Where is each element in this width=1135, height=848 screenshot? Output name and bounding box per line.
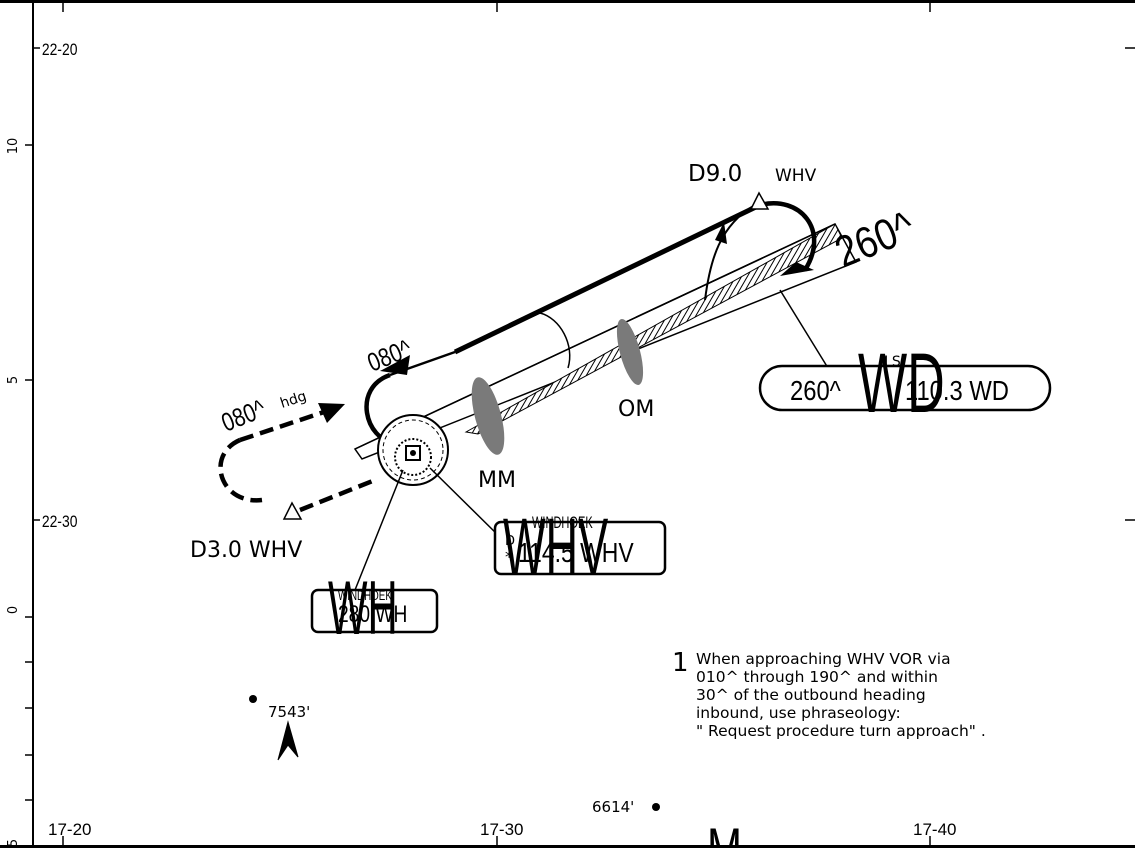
heading-suffix: hdg — [278, 388, 308, 411]
scale-label-5-bottom: 5 — [6, 839, 21, 847]
middle-marker — [471, 377, 505, 455]
ils-ident-large: WD — [858, 336, 945, 430]
spot-elevation-dot — [249, 695, 257, 703]
note-line-5: " Request procedure turn approach" . — [696, 722, 986, 740]
fix-d9-label: D9.0 — [688, 161, 742, 187]
outer-marker — [616, 319, 644, 385]
ils-frequency: 110.3 WD — [905, 374, 1009, 406]
longitude-ticks — [62, 3, 1135, 846]
note-line-1: When approaching WHV VOR via — [696, 650, 951, 668]
lat-label-22-20: 22-20 — [42, 41, 78, 60]
fix-d3-label: D3.0 WHV — [190, 538, 302, 563]
ils-frequency-box: ILS WD 260^ 110.3 WD — [758, 336, 1052, 430]
outer-marker-label: OM — [618, 397, 654, 422]
ils-course: 260^ — [790, 374, 842, 406]
fix-d3-triangle-icon — [282, 501, 303, 520]
vor-name: WINDHOEK — [532, 514, 593, 533]
spot-elevation-6614: 6614' — [592, 798, 634, 816]
note-line-4: inbound, use phraseology: — [696, 704, 901, 722]
outbound-heading-track — [218, 403, 376, 513]
spot-elevation-7543: 7543' — [268, 703, 310, 721]
fix-d9-suffix: WHV — [775, 166, 817, 186]
middle-marker-label: MM — [478, 468, 516, 493]
bottom-partial-letter: M — [707, 816, 742, 848]
vor-frequency-box: WHV WINDHOEK D * 114.5 WHV — [493, 502, 667, 594]
vor-prefix: D — [505, 534, 515, 549]
north-arrow-icon — [277, 720, 299, 761]
procedure-turn-track — [364, 201, 817, 446]
inbound-course-label: 260^ — [828, 201, 921, 277]
lat-label-22-30: 22-30 — [42, 513, 78, 532]
distance-scale — [25, 47, 40, 801]
scale-label-10: 10 — [6, 138, 21, 155]
spot-elevation-dot-2 — [652, 803, 660, 811]
lon-label-17-30: 17-30 — [480, 820, 523, 839]
procedure-note: 1 When approaching WHV VOR via 010^ thro… — [670, 650, 1050, 740]
vor-ident-large: WHV — [503, 502, 608, 594]
vor-frequency: 114.5 WHV — [518, 538, 634, 569]
ndb-frequency: 280 WH — [338, 600, 407, 628]
ndb-ident-large: WH — [328, 565, 398, 651]
ndb-name: WINDHOEK — [338, 587, 392, 603]
scale-label-5: 5 — [6, 376, 21, 384]
lon-label-17-40: 17-40 — [913, 820, 956, 839]
ndb-frequency-box: WH WINDHOEK 280 WH — [310, 565, 439, 651]
vor-symbol-icon: * — [505, 547, 513, 566]
note-number: 1 — [672, 648, 689, 678]
lon-label-17-20: 17-20 — [48, 820, 91, 839]
fix-d9-triangle-icon — [749, 191, 770, 210]
note-line-3: 30^ of the outbound heading — [696, 686, 926, 704]
scale-label-0: 0 — [6, 606, 21, 614]
leader-lines — [354, 289, 829, 591]
ils-top-label: ILS — [880, 354, 901, 370]
note-line-2: 010^ through 190^ and within — [696, 668, 938, 686]
